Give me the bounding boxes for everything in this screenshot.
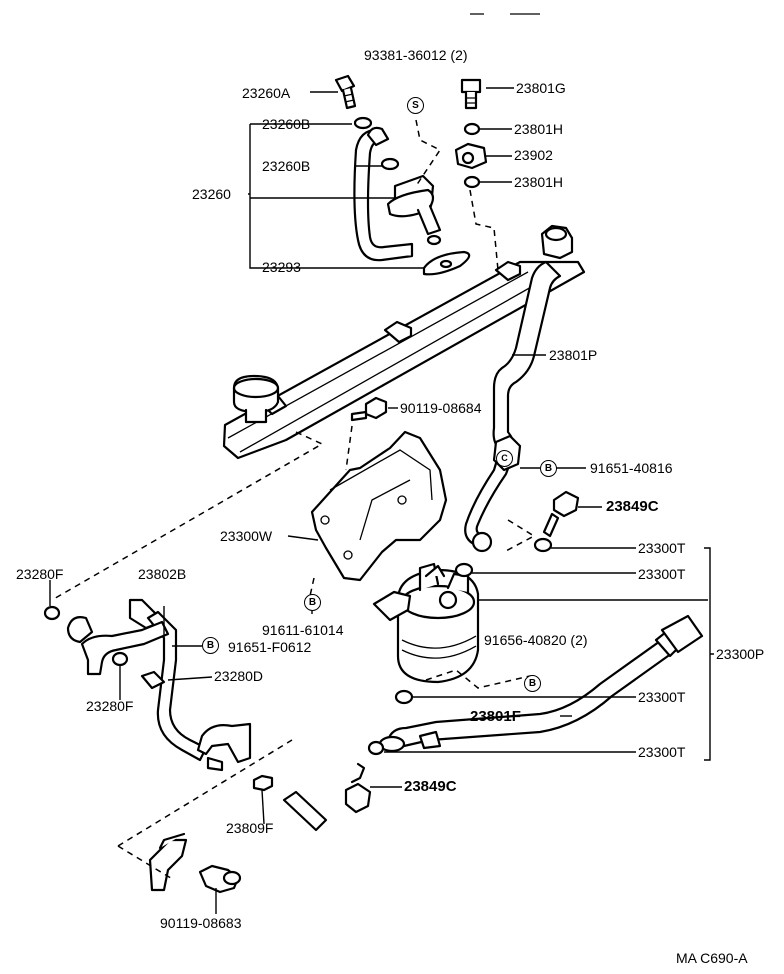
label-91656-40820: 91656-40820 (2) xyxy=(484,632,588,648)
label-23801h-upper: 23801H xyxy=(514,121,564,137)
bolt-23849c-lower xyxy=(344,762,372,814)
marker-b-91651-f0612: B xyxy=(202,637,219,654)
label-91651-f0612: 91651-F0612 xyxy=(228,639,312,655)
label-91611-61014: 91611-61014 xyxy=(262,622,344,638)
label-90119-08683: 90119-08683 xyxy=(160,915,242,931)
label-23801p: 23801P xyxy=(549,347,598,363)
label-23300t-2: 23300T xyxy=(638,566,686,582)
label-93381-36012: 93381-36012 (2) xyxy=(364,47,468,63)
marker-b-91611-61014: B xyxy=(304,594,321,611)
pressure-regulator-group xyxy=(334,74,488,276)
marker-b-91656-40820: B xyxy=(524,675,541,692)
leader-lines xyxy=(49,87,714,914)
fuel-filter-23300p xyxy=(372,562,480,684)
label-91651-40816: 91651-40816 xyxy=(590,460,673,476)
label-23801f: 23801F xyxy=(470,708,521,725)
dashed-reference-lines xyxy=(51,119,536,881)
fuel-pipe-23802b xyxy=(43,598,252,772)
label-23802b: 23802B xyxy=(138,566,187,582)
label-23801h-lower: 23801H xyxy=(514,174,564,190)
label-23280d: 23280D xyxy=(214,668,264,684)
label-23260b-lower: 23260B xyxy=(262,158,311,174)
bracket-23300w xyxy=(310,396,448,582)
label-90119-08684: 90119-08684 xyxy=(400,400,482,416)
label-23300w: 23300W xyxy=(220,528,273,544)
bracket-bottom xyxy=(148,832,242,894)
label-23849c-upper: 23849C xyxy=(606,498,659,515)
bolt-23849c-upper xyxy=(542,490,580,538)
label-23300p: 23300P xyxy=(716,646,765,662)
label-23849c-lower: 23849C xyxy=(404,778,457,795)
label-23280f-left: 23280F xyxy=(16,566,64,582)
washers-23300t xyxy=(367,537,553,756)
marker-b-91651-40816: B xyxy=(540,460,557,477)
label-23280f-lower: 23280F xyxy=(86,698,134,714)
label-23300t-3: 23300T xyxy=(638,689,686,705)
fuel-delivery-rail xyxy=(222,224,586,460)
diagram-code: MA C690-A xyxy=(676,950,748,966)
label-23801g: 23801G xyxy=(516,80,566,96)
label-23260: 23260 xyxy=(192,186,231,202)
label-23260b-upper: 23260B xyxy=(262,116,311,132)
label-23809f: 23809F xyxy=(226,820,274,836)
label-23300t-4: 23300T xyxy=(638,744,686,760)
hose-23809f xyxy=(252,774,328,832)
marker-s: S xyxy=(407,97,424,114)
label-23293: 23293 xyxy=(262,259,301,275)
fuel-hose-23801f xyxy=(378,614,704,753)
label-23300t-1: 23300T xyxy=(638,540,686,556)
marker-c: C xyxy=(496,450,513,467)
label-23902: 23902 xyxy=(514,147,553,163)
label-23260a: 23260A xyxy=(242,85,291,101)
